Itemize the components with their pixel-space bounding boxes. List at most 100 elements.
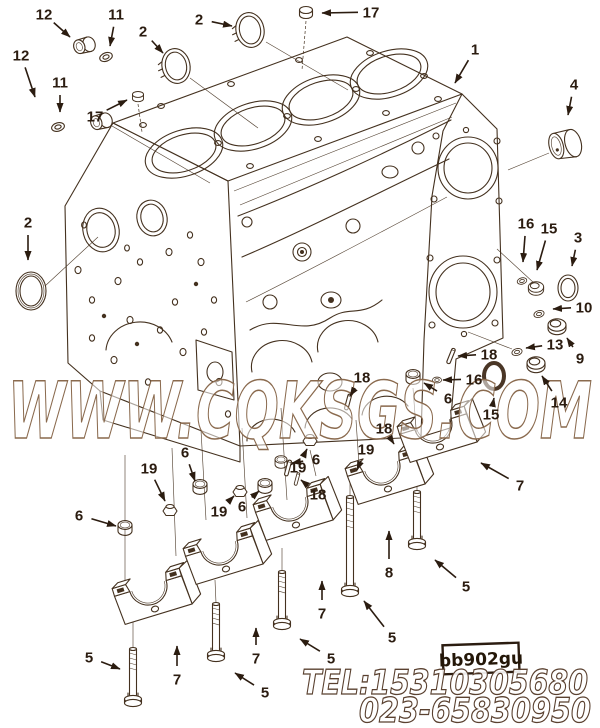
callout-arrow-12 xyxy=(24,67,36,98)
part-sealing-washer xyxy=(516,276,528,286)
part-cup-plug xyxy=(154,45,194,88)
part-sealing-washer xyxy=(50,120,66,134)
part-code-label: bb902gu xyxy=(439,649,524,672)
callout-arrow-19 xyxy=(225,495,235,505)
callout-number-6: 6 xyxy=(75,508,83,525)
callout-number-10: 10 xyxy=(576,300,593,317)
callout-arrow-18 xyxy=(457,351,477,359)
callout-number-17: 17 xyxy=(363,5,380,22)
callout-number-2: 2 xyxy=(24,215,32,232)
callout-number-4: 4 xyxy=(570,77,579,94)
part-main-bolt xyxy=(340,494,360,598)
callout-arrow-16 xyxy=(442,376,462,384)
callout-number-19: 19 xyxy=(211,504,228,521)
callout-arrow-6 xyxy=(188,464,196,482)
callout-arrow-6 xyxy=(91,517,117,527)
callout-arrow-18 xyxy=(349,386,358,397)
callout-number-6: 6 xyxy=(312,452,320,469)
callout-number-5: 5 xyxy=(327,651,335,668)
callout-number-7: 7 xyxy=(252,651,260,668)
callout-number-19: 19 xyxy=(358,442,375,459)
callout-arrow-5 xyxy=(434,559,457,579)
leader-lines xyxy=(44,20,550,648)
callout-arrow-5 xyxy=(299,638,321,652)
callout-arrow-5 xyxy=(234,672,255,686)
part-code-stamp: bb902gu xyxy=(439,641,524,676)
callout-arrow-5 xyxy=(100,660,121,670)
part-bearing-cap xyxy=(181,519,275,586)
part-code-box xyxy=(441,641,521,676)
callout-arrow-15 xyxy=(536,240,547,271)
callout-number-14: 14 xyxy=(551,395,568,412)
callout-arrow-10 xyxy=(552,304,572,312)
part-bushing xyxy=(545,126,585,164)
callout-number-3: 3 xyxy=(574,230,582,247)
part-bearing-cap xyxy=(110,559,204,626)
callout-arrow-5 xyxy=(363,600,385,628)
part-pipe-plug xyxy=(298,5,314,20)
callout-arrow-18 xyxy=(386,434,395,445)
callout-number-2: 2 xyxy=(195,12,203,29)
part-threaded-plug xyxy=(547,318,567,336)
callout-number-9: 9 xyxy=(576,351,584,368)
callout-number-18: 18 xyxy=(481,347,498,364)
callout-number-1: 1 xyxy=(471,42,479,59)
callout-number-6: 6 xyxy=(444,391,452,408)
part-main-bolt xyxy=(123,646,143,708)
callout-number-16: 16 xyxy=(466,372,483,389)
callout-arrow-16 xyxy=(520,235,528,263)
callout-arrow-14 xyxy=(541,375,553,392)
callout-number-5: 5 xyxy=(462,579,470,596)
part-dowel-pin xyxy=(445,347,457,365)
watermark-text: WWW.CQKSGS.COM xyxy=(8,367,592,457)
callout-number-7: 7 xyxy=(516,478,524,495)
callout-number-18: 18 xyxy=(376,421,393,438)
callout-arrow-1 xyxy=(454,59,470,84)
callout-arrow-9 xyxy=(566,337,575,348)
loose-parts-layer xyxy=(15,5,585,708)
callout-number-7: 7 xyxy=(318,606,326,623)
part-o-ring xyxy=(15,271,47,311)
callout-number-8: 8 xyxy=(385,565,393,582)
callout-number-12: 12 xyxy=(13,48,30,65)
callout-arrow-6 xyxy=(291,458,304,465)
callout-arrow-6 xyxy=(423,382,438,392)
contact-phone-line1: TEL:15310305680 xyxy=(302,663,588,703)
part-sealing-washer xyxy=(532,308,546,320)
callout-arrow-19 xyxy=(299,448,308,459)
part-sealing-washer xyxy=(97,50,115,64)
part-cup-plug-small xyxy=(274,455,288,469)
callout-number-18: 18 xyxy=(310,487,327,504)
contact-phone-line2: 023-65830950 xyxy=(359,691,591,728)
callout-arrow-7 xyxy=(480,462,510,480)
callout-number-5: 5 xyxy=(85,650,93,667)
part-main-bolt xyxy=(272,569,292,631)
callout-number-12: 12 xyxy=(36,7,53,24)
callout-number-13: 13 xyxy=(547,337,564,354)
part-cup-plug-small xyxy=(257,478,273,494)
callout-arrow-12 xyxy=(53,22,71,38)
callout-arrow-2 xyxy=(211,20,233,28)
engine-block-drawing xyxy=(64,36,504,463)
callout-arrow-17 xyxy=(106,99,128,111)
callout-arrow-3 xyxy=(570,249,578,267)
callout-number-2: 2 xyxy=(139,24,147,41)
part-threaded-plug xyxy=(527,281,545,296)
part-hex-nut xyxy=(162,503,178,517)
callout-arrow-4 xyxy=(566,96,574,116)
part-camshaft-bushing xyxy=(71,34,98,58)
callout-number-6: 6 xyxy=(238,499,246,516)
callout-number-15: 15 xyxy=(483,407,500,424)
callout-number-19: 19 xyxy=(141,461,158,478)
callout-number-11: 11 xyxy=(108,7,124,24)
part-main-bolt xyxy=(407,489,427,551)
callout-number-18: 18 xyxy=(354,370,371,387)
callout-number-17: 17 xyxy=(87,109,104,126)
callout-arrow-19 xyxy=(153,479,166,502)
callout-arrow-13 xyxy=(525,343,543,351)
callout-number-6: 6 xyxy=(181,445,189,462)
callout-number-5: 5 xyxy=(388,630,396,647)
part-sealing-washer xyxy=(510,346,524,358)
